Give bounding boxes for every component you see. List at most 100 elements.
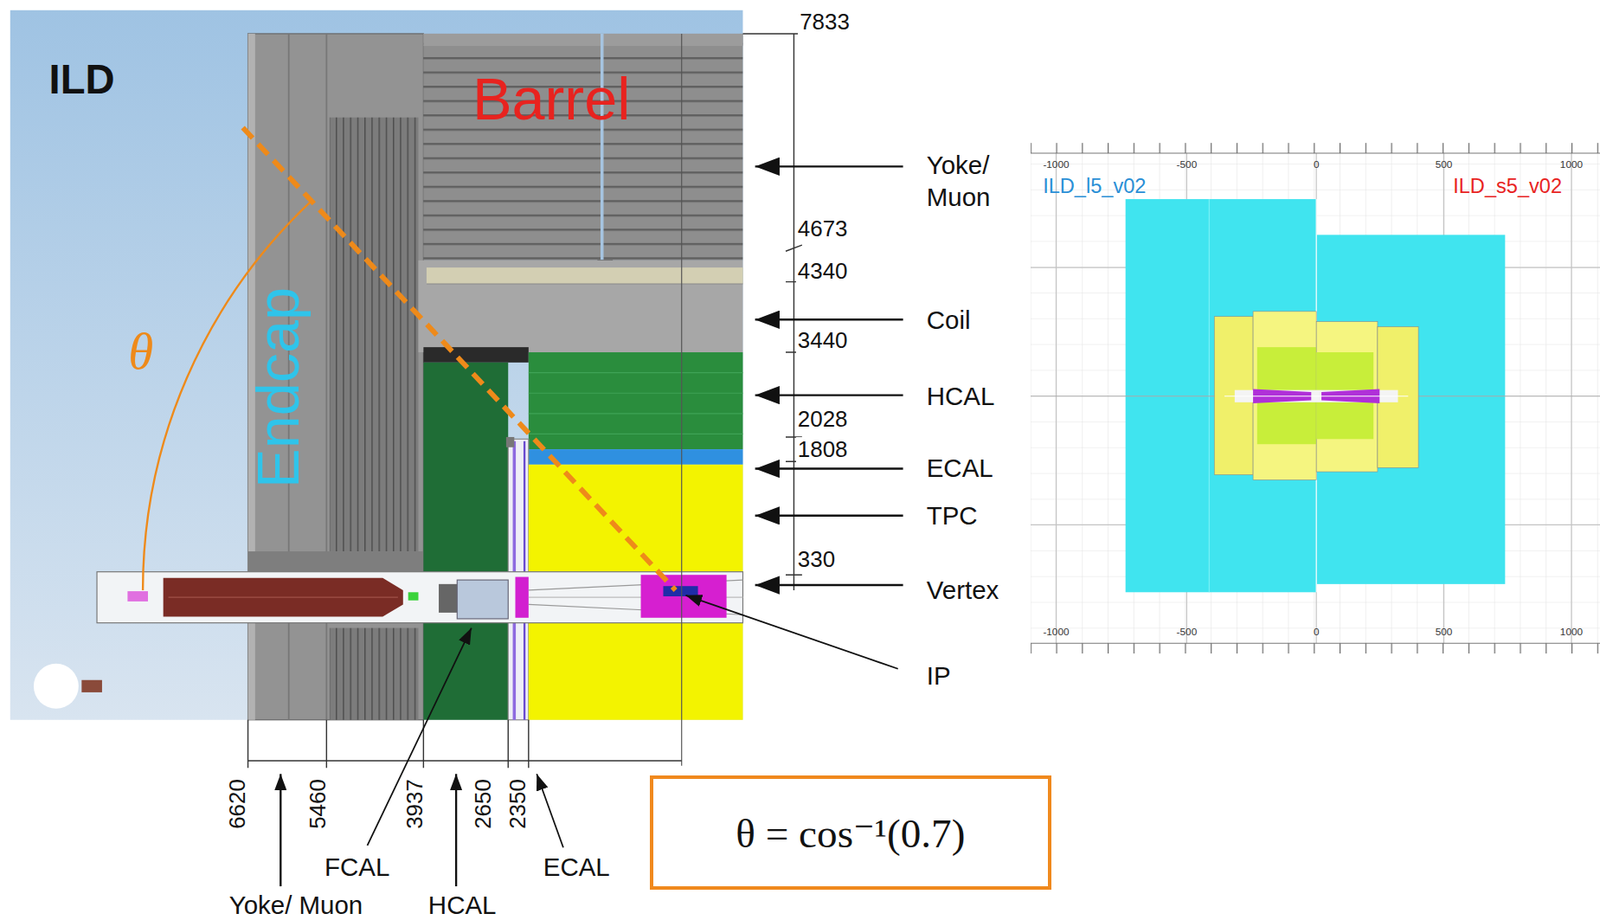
formula-text: θ = cos⁻¹(0.7) <box>735 809 965 857</box>
side-view-plot <box>1030 395 1600 397</box>
theta-angle <box>243 127 676 590</box>
beam-region <box>515 577 529 618</box>
side-view-plot <box>1030 642 1600 654</box>
beam-region <box>96 571 743 624</box>
part-label: FCAL <box>324 852 390 882</box>
dimension-value: 1808 <box>796 436 850 463</box>
barrel-yoke <box>423 33 743 46</box>
pointer-arrow <box>755 467 904 470</box>
dimension-lines <box>248 759 682 761</box>
axis-tick: -500 <box>1176 158 1198 171</box>
dimension-value: 330 <box>796 546 837 573</box>
part-label: IP <box>926 661 952 691</box>
model-label: ILD_l5_v02 <box>1042 174 1146 199</box>
barrel-yoke <box>423 33 743 279</box>
dimension-value: 5460 <box>305 777 332 831</box>
coil <box>423 346 528 363</box>
part-label: Yoke/ Muon <box>229 890 364 920</box>
axis-tick: -500 <box>1176 625 1198 638</box>
region-label: Barrel <box>472 64 630 134</box>
axis-tick: -1000 <box>1042 158 1069 171</box>
ecal <box>506 436 515 448</box>
beam-region <box>662 585 698 597</box>
axis-tick: -1000 <box>1042 625 1069 638</box>
pointer-arrow <box>536 773 564 848</box>
pointer-arrow <box>279 773 282 887</box>
dimension-value: 3937 <box>402 777 429 831</box>
part-label: HCAL <box>428 890 497 920</box>
endcap-yoke <box>329 628 419 720</box>
part-label: Coil <box>926 305 971 335</box>
part-label: ECAL <box>543 852 611 882</box>
dimension-value: 2350 <box>505 777 532 831</box>
theta-angle <box>142 200 312 591</box>
coil <box>426 282 744 284</box>
beam-region <box>456 579 508 619</box>
dimension-value: 6620 <box>224 777 251 831</box>
ecal <box>528 449 744 465</box>
background-sky <box>10 10 744 720</box>
dimension-value: 2028 <box>796 406 850 433</box>
dimension-lines <box>793 33 795 591</box>
beam-region <box>641 574 727 618</box>
endcap-yoke <box>329 117 419 552</box>
axis-tick: 0 <box>1313 158 1320 171</box>
axis-tick: 0 <box>1313 625 1320 638</box>
side-view-plot <box>1030 153 1600 643</box>
beam-region <box>438 584 460 613</box>
dimension-lines <box>742 32 806 34</box>
dimension-value: 7833 <box>797 9 852 36</box>
axis-line <box>681 33 682 766</box>
tpc <box>528 623 744 720</box>
tpc <box>528 464 744 572</box>
detector-name: ILD <box>49 56 116 103</box>
side-view-plot <box>1030 142 1600 654</box>
pointer-arrow <box>685 595 898 669</box>
dimension-lines <box>248 33 807 768</box>
dimension-value: 3440 <box>796 327 850 354</box>
dimension-value: 2650 <box>470 777 497 831</box>
hcal <box>528 352 744 450</box>
logo-circle <box>33 663 103 709</box>
endcap-yoke <box>248 551 425 572</box>
pointer-arrow <box>455 773 457 887</box>
theta-angle <box>142 127 676 590</box>
angle-symbol: θ <box>128 322 154 382</box>
side-view-plot <box>1030 142 1600 154</box>
part-label: Yoke/ Muon <box>926 149 991 214</box>
barrel-yoke <box>423 33 743 261</box>
hcal <box>528 372 744 435</box>
background-sky <box>10 10 744 720</box>
pointer-arrow <box>755 514 904 517</box>
axis-tick: 1000 <box>1560 158 1583 171</box>
beam-region <box>408 591 419 600</box>
dimension-lines <box>248 719 529 768</box>
pointer-arrow <box>755 584 904 586</box>
coil <box>417 260 743 353</box>
axis-tick: 1000 <box>1560 625 1583 638</box>
axis-tick: 500 <box>1435 625 1453 638</box>
axis-tick: 500 <box>1435 158 1453 171</box>
dimension-value: 4673 <box>796 216 850 243</box>
part-label: Vertex <box>926 575 1000 605</box>
pointer-arrow <box>755 393 904 396</box>
coil <box>426 267 744 284</box>
side-view-plot <box>1316 234 1505 584</box>
dimension-value: 4340 <box>796 258 850 285</box>
beam-region <box>168 597 399 598</box>
beam-region <box>127 591 148 602</box>
hcal <box>423 352 743 720</box>
part-label: HCAL <box>926 381 996 412</box>
side-view-plot <box>1224 395 1408 397</box>
model-label: ILD_s5_v02 <box>1452 174 1562 199</box>
coil <box>417 260 743 363</box>
beam-region <box>163 578 404 617</box>
part-label: ECAL <box>926 453 994 483</box>
pointer-arrow <box>755 318 904 321</box>
part-label: TPC <box>926 501 978 531</box>
pointer-arrow <box>367 628 472 846</box>
logo-circle <box>33 663 79 709</box>
hcal <box>423 362 508 720</box>
beam-region <box>96 571 743 624</box>
